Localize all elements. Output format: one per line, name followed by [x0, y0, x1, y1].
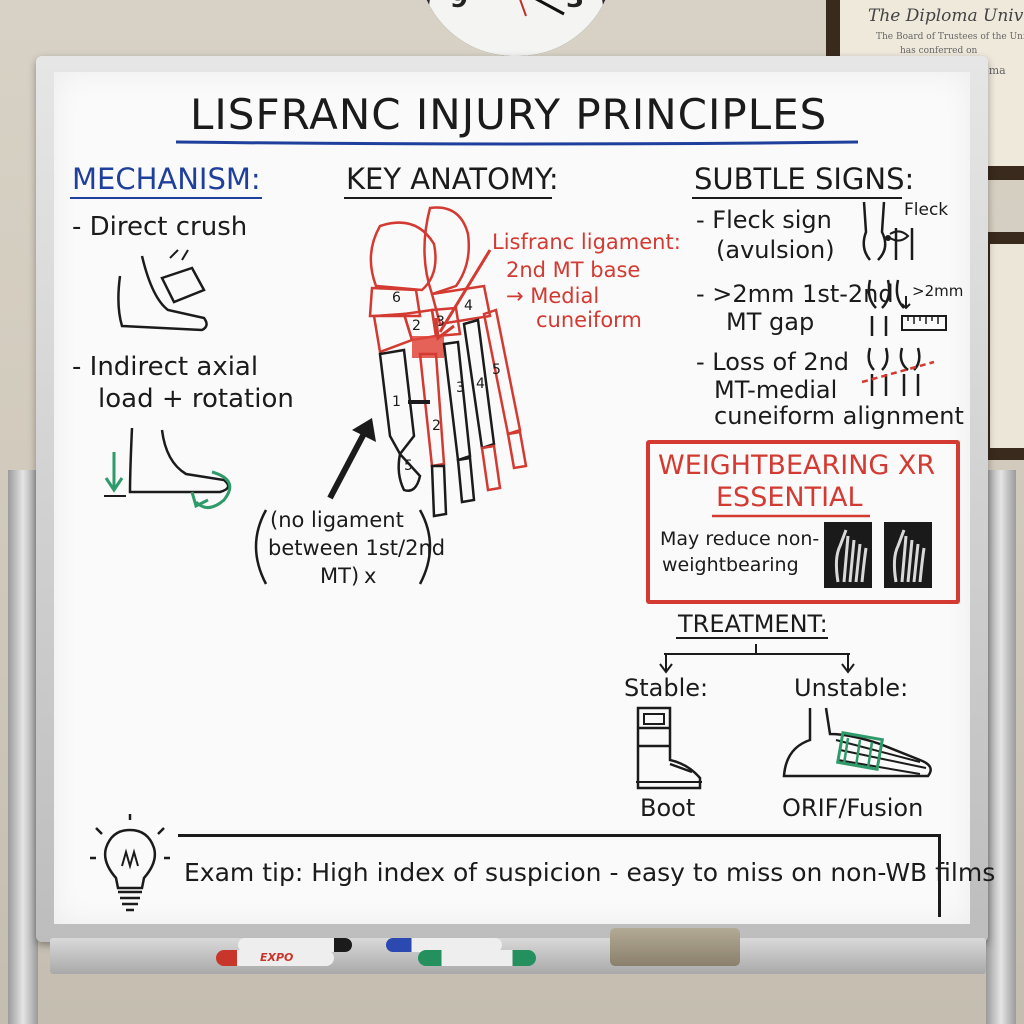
weightbearing-box: [646, 440, 960, 604]
certificate-frame: [982, 232, 1024, 460]
sign2-line2: MT gap: [726, 308, 815, 336]
exam-tip-text: Exam tip: High index of suspicion - easy…: [184, 858, 996, 887]
bone-number: 3: [456, 380, 465, 396]
diploma-title: The Diploma University: [868, 6, 1024, 26]
xray-image-right: [884, 522, 932, 588]
treatment-boot-label: Boot: [640, 794, 696, 822]
signs-underline: [692, 197, 902, 199]
bone-number: 1: [392, 394, 401, 410]
axial-load-foot-icon: [104, 427, 232, 509]
bone-number: 3: [436, 314, 445, 330]
bone-number: 2: [412, 318, 421, 334]
ligament-label-line1: Lisfranc ligament:: [492, 230, 681, 254]
anatomy-underline: [344, 197, 552, 199]
ligament-label-line2: 2nd MT base: [506, 258, 641, 282]
treatment-stable: Stable:: [624, 674, 709, 702]
sign3-line2: MT-medial: [714, 376, 838, 404]
marker-brand-label: EXPO: [260, 951, 294, 964]
diploma-line: The Board of Trustees of the University: [876, 32, 1024, 42]
weightbearing-line2: ESSENTIAL: [716, 482, 863, 513]
sign1-line1: - Fleck sign: [696, 206, 832, 234]
sign3-line3: cuneiform alignment: [714, 402, 964, 430]
ligament-label-line3: → Medial: [506, 284, 600, 308]
mechanism-heading: MECHANISM:: [72, 162, 261, 196]
bone-number: 6: [392, 290, 401, 306]
treatment-orif-label: ORIF/Fusion: [782, 794, 924, 822]
bone-number: 5: [404, 458, 413, 474]
treatment-heading: TREATMENT:: [678, 610, 828, 638]
green-marker[interactable]: [418, 950, 536, 966]
clock-hands: [519, 0, 565, 17]
walking-boot-icon: [636, 706, 702, 790]
foot-skeleton-diagram: [368, 206, 528, 518]
crush-foot-icon: [117, 249, 208, 332]
misalignment-bones-icon: [861, 347, 935, 396]
fleck-label: Fleck: [904, 200, 949, 220]
mechanism-item-direct-crush: - Direct crush: [72, 212, 248, 242]
mechanism-item-indirect-line1: - Indirect axial: [72, 352, 259, 382]
sign3-line1: - Loss of 2nd: [696, 348, 850, 376]
mechanism-item-indirect-line2: load + rotation: [98, 384, 294, 414]
stand-post-right: [986, 470, 1016, 1024]
treatment-unstable: Unstable:: [794, 674, 909, 702]
signs-heading: SUBTLE SIGNS:: [694, 162, 915, 196]
xray-image-left: [824, 522, 872, 588]
fleck-sign-bones-icon: [862, 201, 914, 261]
essential-underline: [712, 514, 870, 518]
mt-gap-ruler-icon: [867, 279, 947, 336]
whiteboard-surface: [54, 72, 970, 924]
stand-post-left: [8, 470, 38, 1024]
anatomy-note-line1: (no ligament: [270, 508, 404, 532]
anatomy-heading: KEY ANATOMY:: [346, 162, 559, 196]
black-marker[interactable]: [238, 938, 352, 952]
red-marker[interactable]: EXPO: [216, 950, 334, 966]
sign2-line1: - >2mm 1st-2nd: [696, 280, 894, 308]
exam-tip-bracket: [178, 834, 941, 917]
anatomy-note-line2: between 1st/2nd: [268, 536, 446, 560]
ligament-label-line4: cuneiform: [536, 308, 642, 332]
whiteboard-eraser[interactable]: [610, 928, 740, 966]
weightbearing-note-line1: May reduce non-: [660, 528, 820, 550]
anatomy-note-x: x: [364, 564, 377, 588]
bone-number: 4: [476, 376, 485, 392]
orif-foot-hardware-icon: [782, 707, 932, 778]
anatomy-note-line3: MT): [320, 564, 360, 588]
lightbulb-icon: [90, 814, 170, 912]
xray-foot-icon: [834, 529, 868, 583]
clock-face: 9 3: [428, 0, 604, 56]
wall-clock: 9 3: [418, 0, 614, 56]
weightbearing-note-line2: weightbearing: [662, 554, 799, 576]
diploma-line: has conferred on: [900, 46, 978, 56]
blue-marker[interactable]: [386, 938, 502, 952]
weightbearing-line1: WEIGHTBEARING XR: [658, 450, 936, 481]
gap-label: >2mm: [912, 282, 964, 300]
sign1-line2: (avulsion): [716, 236, 835, 264]
board-title: LISFRANC INJURY PRINCIPLES: [190, 90, 828, 139]
clock-number-3: 3: [566, 0, 584, 14]
clock-number-9: 9: [450, 0, 468, 14]
xray-foot-icon: [892, 529, 926, 583]
bone-number: 2: [432, 418, 441, 434]
bone-number: 4: [464, 298, 473, 314]
mechanism-underline: [70, 197, 262, 199]
bone-number: 5: [492, 362, 501, 378]
